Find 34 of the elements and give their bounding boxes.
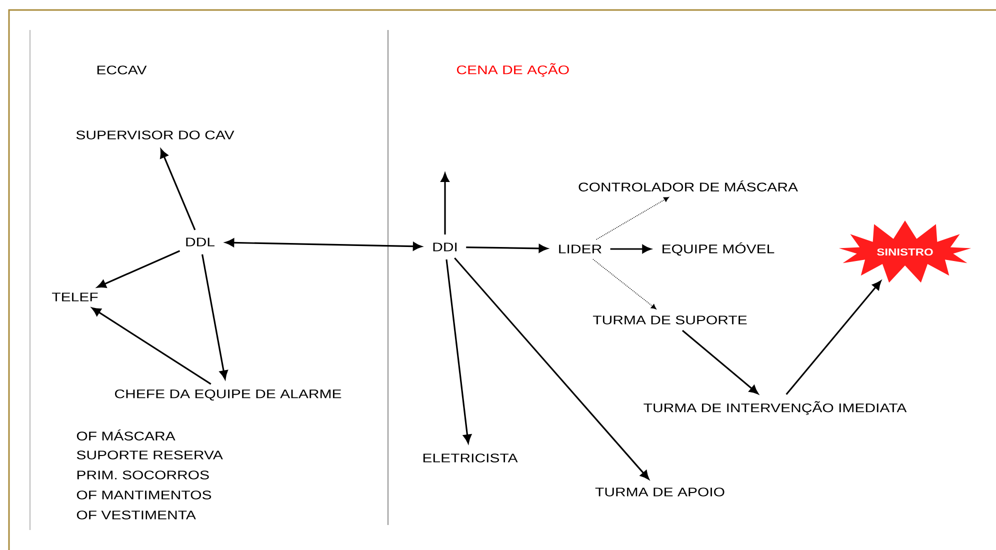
arrow	[440, 172, 450, 234]
section-label: OF MÁSCARA	[76, 430, 176, 440]
node-label: DDL	[186, 238, 214, 246]
arrow	[92, 307, 212, 385]
starburst: SINISTRO	[838, 220, 972, 283]
arrow	[446, 259, 472, 444]
arrow	[96, 250, 180, 288]
node-label: TELEF	[52, 292, 98, 302]
node-label: ELETRICISTA	[423, 454, 518, 462]
section-label: SUPORTE RESERVA	[76, 450, 223, 460]
arrow	[786, 280, 882, 395]
node-label: LIDER	[559, 244, 602, 254]
node-label: SUPERVISOR DO CAV	[76, 130, 234, 140]
arrow	[160, 148, 196, 230]
node-label: CONTROLADOR DE MÁSCARA	[578, 180, 798, 192]
node-label: TURMA DE INTERVENÇÃO IMEDIATA	[644, 401, 907, 415]
arrow	[596, 196, 669, 240]
node-label: DDI	[433, 242, 457, 252]
arrow	[592, 258, 656, 310]
section-label: OF MANTIMENTOS	[76, 490, 212, 500]
arrow	[225, 238, 422, 251]
arrow	[466, 244, 548, 253]
section-label: CENA DE AÇÃO	[456, 63, 569, 77]
section-label: ECCAV	[97, 66, 147, 74]
arrow	[454, 257, 650, 480]
arrow	[610, 244, 652, 254]
node-label: TURMA DE APOIO	[595, 488, 724, 496]
section-label: PRIM. SOCORROS	[77, 470, 209, 480]
node-label: EQUIPE MÓVEL	[662, 242, 774, 256]
arrow	[201, 254, 228, 380]
node-label: TURMA DE SUPORTE	[592, 316, 747, 324]
arrow	[682, 330, 758, 394]
node-label: CHEFE DA EQUIPE DE ALARME	[115, 389, 342, 401]
section-label: OF VESTIMENTA	[76, 510, 196, 520]
